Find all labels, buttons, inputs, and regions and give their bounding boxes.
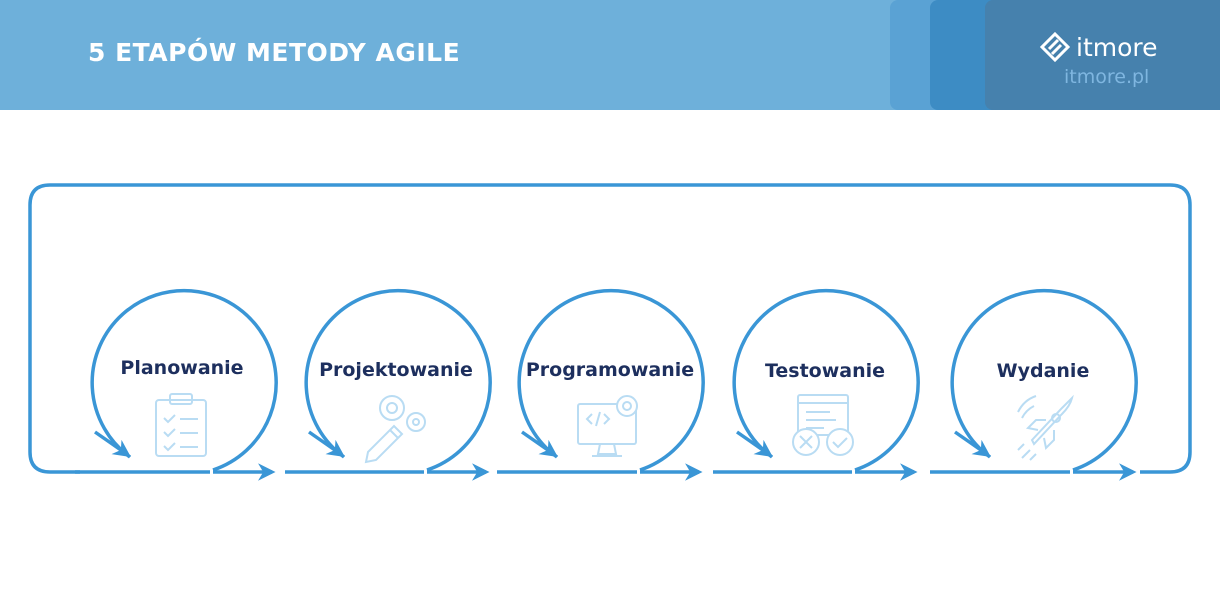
stage-4: Testowanie: [713, 288, 920, 481]
stage-label: Planowanie: [120, 357, 243, 379]
stage-3: Programowanie: [497, 288, 705, 481]
stage-entry-arrow: [93, 430, 131, 458]
stage-label: Testowanie: [765, 360, 885, 382]
stage-1: Planowanie: [75, 288, 278, 481]
pencil-gears-icon: [364, 395, 426, 464]
stage-label: Wydanie: [997, 360, 1090, 382]
stage-5: Wydanie: [930, 288, 1138, 481]
stage-entry-arrow: [520, 430, 558, 458]
stage-entry-arrow: [307, 430, 345, 458]
stage-circle: [950, 288, 1138, 472]
stage-label: Projektowanie: [319, 359, 473, 381]
logo-url: itmore.pl: [1064, 66, 1150, 88]
stage-entry-arrow: [735, 430, 773, 458]
stage-circle: [90, 288, 278, 472]
rocket-icon: [1017, 394, 1074, 461]
stage-circle: [304, 288, 492, 472]
stage-2: Projektowanie: [285, 288, 492, 481]
stage-label: Programowanie: [526, 359, 694, 381]
page-title: 5 ETAPÓW METODY AGILE: [88, 38, 461, 67]
logo: itmore: [1040, 32, 1158, 62]
clipboard-checklist-icon: [155, 393, 207, 457]
stage-circle: [732, 288, 920, 472]
stage-entry-arrow: [953, 430, 991, 458]
test-window-check-icon: [792, 394, 854, 456]
logo-diamond-icon: [1040, 32, 1070, 62]
logo-text: itmore: [1076, 32, 1158, 62]
header-tab-front: [985, 0, 1220, 110]
feedback-loop-arrow: [28, 183, 1192, 474]
monitor-code-gear-icon: [577, 395, 638, 457]
stage-circle: [517, 288, 705, 472]
